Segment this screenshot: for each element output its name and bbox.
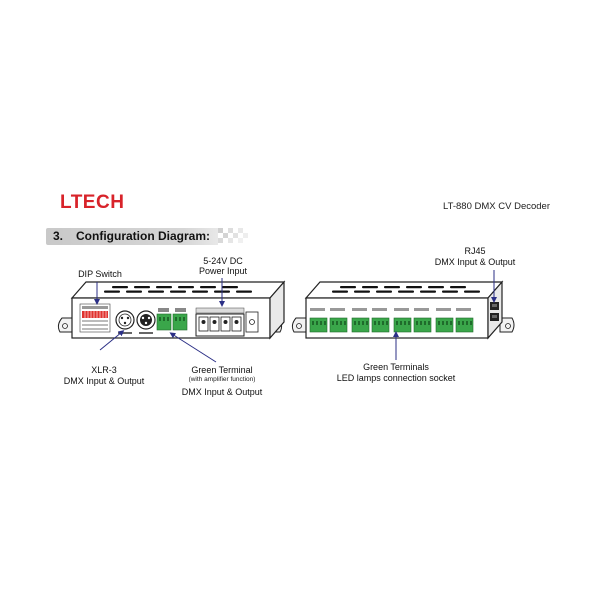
power-label-line2: Power Input	[198, 266, 248, 276]
right-device-vents	[332, 286, 480, 293]
xlr-label-line2: DMX Input & Output	[63, 376, 145, 386]
power-label-line1: 5-24V DC	[203, 256, 243, 266]
green-terminal-note: (with amplifier function)	[188, 376, 256, 383]
callout-arrows	[94, 270, 497, 363]
left-device	[57, 280, 286, 340]
dmx-green-terminal	[156, 308, 188, 331]
right-device	[291, 280, 515, 340]
xlr-arrow	[99, 330, 125, 351]
green-terminal-label-line2: DMX Input & Output	[181, 387, 263, 397]
dip-switch-label: DIP Switch	[78, 269, 122, 279]
output-terminals-label-line1: Green Terminals	[363, 362, 429, 372]
section-number: 3.	[53, 229, 64, 243]
green-terminal-label-line1: Green Terminal	[191, 365, 253, 375]
section-heading-bar	[46, 228, 218, 245]
output-terminals-label-line2: LED lamps connection socket	[336, 373, 456, 383]
green-terminal-arrow	[169, 332, 217, 363]
dip-switch	[79, 303, 111, 333]
rj45-label-line1: RJ45	[464, 246, 486, 256]
xlr-connectors	[115, 310, 156, 334]
power-terminal	[195, 307, 259, 337]
xlr-label-line1: XLR-3	[91, 365, 117, 375]
model-name: LT-880 DMX CV Decoder	[442, 201, 550, 212]
checker-pattern	[218, 228, 248, 243]
section-heading: 3. Configuration Diagram:	[46, 228, 248, 245]
rj45-ports	[490, 302, 499, 321]
rj45-label-line2: DMX Input & Output	[434, 257, 516, 267]
section-title: Configuration Diagram:	[76, 229, 210, 243]
brand-logo: LTECH	[60, 192, 125, 213]
left-device-vents	[104, 286, 252, 293]
output-green-terminals	[309, 308, 474, 333]
